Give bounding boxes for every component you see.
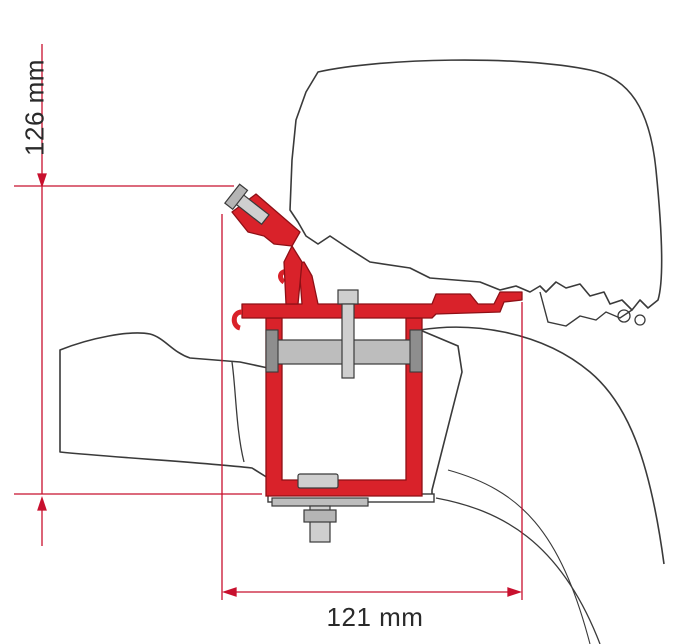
- bottom-bolt-nut-lower: [303, 509, 337, 523]
- height-dimension: [14, 44, 262, 546]
- top-bolt-head: [337, 289, 359, 305]
- top-bolt-shank: [341, 303, 355, 379]
- awning-roller-detail-1: [617, 309, 631, 323]
- bottom-bolt-nut: [297, 473, 339, 489]
- van-body-lower-curve: [435, 497, 601, 644]
- height-dimension-label: 126 mm: [19, 59, 50, 156]
- van-roof-rib: [231, 361, 245, 463]
- van-body-curve: [419, 326, 665, 565]
- van-body-inner-curve: [447, 469, 591, 644]
- bracket-upright: [283, 244, 303, 305]
- width-dimension: [221, 214, 523, 600]
- clamp-right-block: [409, 329, 423, 373]
- width-dimension-label: 121 mm: [326, 602, 424, 632]
- bracket-left-hook: [231, 309, 243, 331]
- clamp-left-block: [265, 329, 279, 373]
- bottom-washer: [271, 497, 369, 507]
- van-gutter-profile: [419, 329, 463, 498]
- van-roof-outline: [59, 332, 269, 479]
- awning-housing-outline: [289, 59, 663, 311]
- awning-roller-detail-2: [634, 314, 646, 326]
- clamp-bolt: [224, 183, 270, 226]
